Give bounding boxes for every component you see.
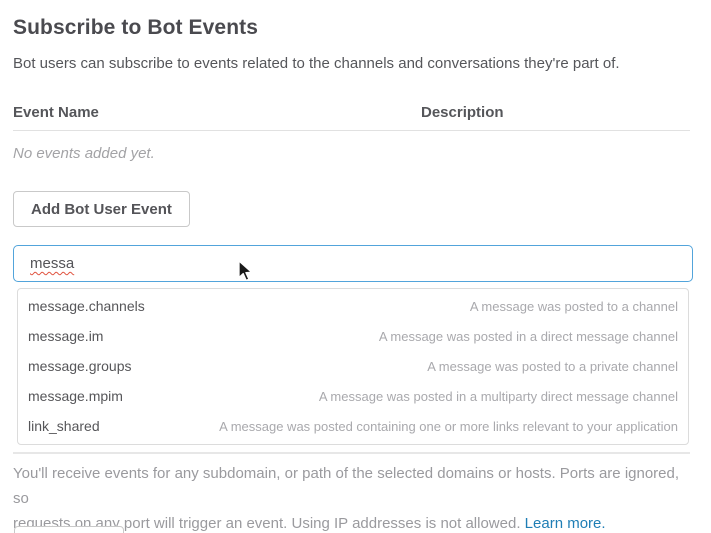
event-search-input-value: messa bbox=[30, 255, 75, 272]
column-header-event-name: Event Name bbox=[13, 104, 99, 121]
footer-note-line1: You'll receive events for any subdomain,… bbox=[13, 465, 680, 507]
event-description-text: A message was posted in a direct message… bbox=[378, 328, 678, 344]
event-name-text: message.groups bbox=[28, 358, 132, 374]
section-divider bbox=[13, 452, 690, 454]
event-search-input[interactable]: messa bbox=[13, 245, 693, 282]
event-name-text: link_shared bbox=[28, 418, 100, 434]
footer-note-line2: requests on any port will trigger an eve… bbox=[13, 515, 525, 532]
dropdown-item-message-channels[interactable]: message.channels A message was posted to… bbox=[18, 291, 688, 321]
page-subtitle: Bot users can subscribe to events relate… bbox=[13, 55, 620, 72]
event-description-text: A message was posted to a channel bbox=[469, 298, 678, 314]
partial-bottom-button[interactable] bbox=[14, 526, 124, 533]
column-header-description: Description bbox=[421, 104, 504, 121]
dropdown-item-message-im[interactable]: message.im A message was posted in a dir… bbox=[18, 321, 688, 351]
event-name-text: message.mpim bbox=[28, 388, 123, 404]
table-header-divider bbox=[13, 130, 690, 131]
event-description-text: A message was posted containing one or m… bbox=[219, 418, 678, 434]
event-name-text: message.im bbox=[28, 328, 104, 344]
event-description-text: A message was posted to a private channe… bbox=[427, 358, 678, 374]
dropdown-item-message-mpim[interactable]: message.mpim A message was posted in a m… bbox=[18, 381, 688, 411]
dropdown-item-message-groups[interactable]: message.groups A message was posted to a… bbox=[18, 351, 688, 381]
event-suggestions-dropdown: message.channels A message was posted to… bbox=[17, 288, 689, 445]
event-name-text: message.channels bbox=[28, 298, 145, 314]
empty-events-message: No events added yet. bbox=[13, 145, 155, 162]
dropdown-item-link-shared[interactable]: link_shared A message was posted contain… bbox=[18, 411, 688, 441]
page-title: Subscribe to Bot Events bbox=[13, 16, 259, 39]
add-bot-user-event-button[interactable]: Add Bot User Event bbox=[13, 191, 190, 227]
learn-more-link[interactable]: Learn more. bbox=[524, 515, 606, 532]
event-description-text: A message was posted in a multiparty dir… bbox=[318, 388, 678, 404]
events-footer-note: You'll receive events for any subdomain,… bbox=[13, 461, 693, 533]
